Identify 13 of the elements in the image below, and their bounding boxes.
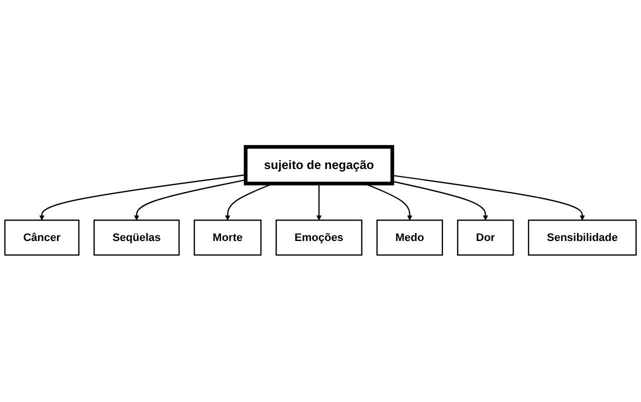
arrow [134, 179, 246, 220]
node-box: Sensibilidade [528, 220, 637, 256]
arrow [392, 174, 585, 220]
node-box: sujeito de negação [244, 145, 394, 186]
arrow [316, 184, 322, 220]
node-box: Medo [376, 220, 443, 256]
node-box: Emoções [276, 220, 362, 256]
node-box: Seqüelas [94, 220, 180, 256]
node-box: Morte [194, 220, 262, 256]
arrow [392, 180, 488, 220]
node-box: Dor [457, 220, 514, 256]
node-box: Câncer [4, 220, 80, 256]
arrow [39, 174, 246, 220]
